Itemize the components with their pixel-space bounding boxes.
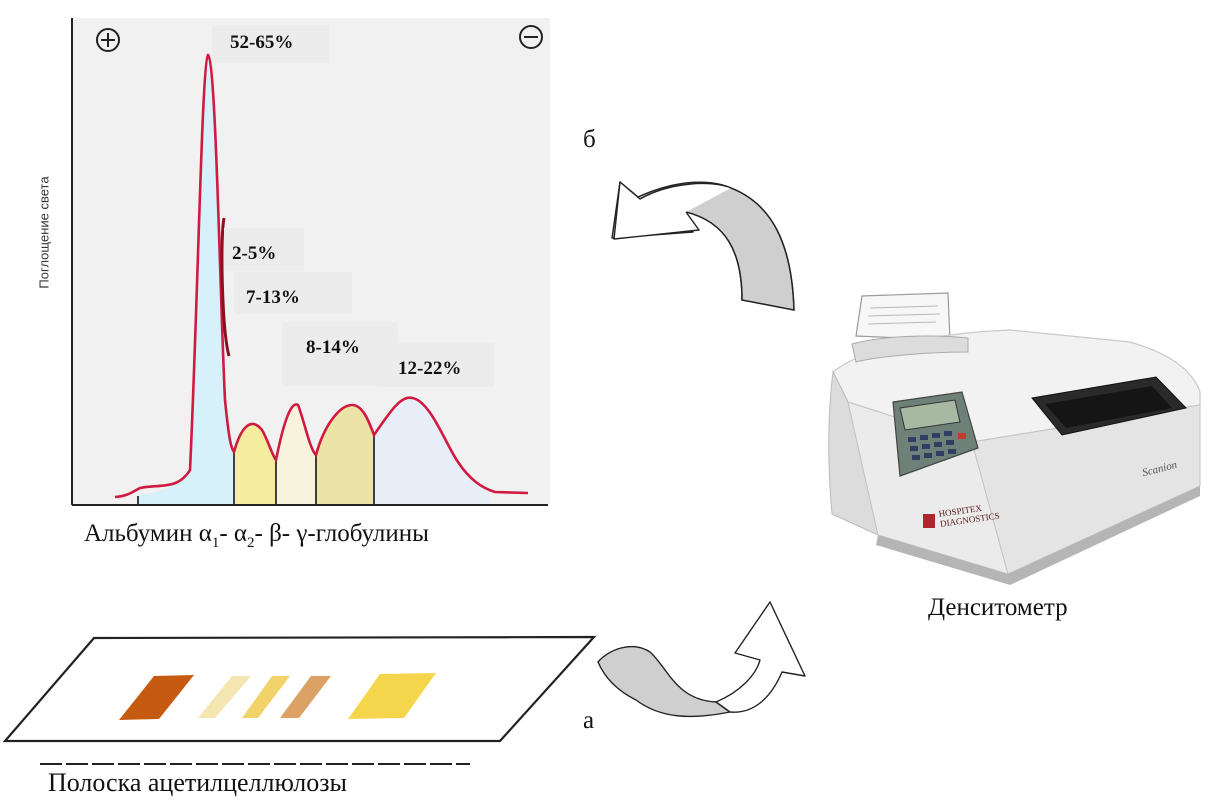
- caption-beta-gamma: - β- γ-глобулины: [254, 520, 429, 547]
- device-model-label: Scanion: [1141, 458, 1179, 480]
- alpha1-bracket: [220, 217, 231, 357]
- density-curve: [114, 53, 529, 499]
- minus-electrode-icon: [519, 25, 543, 49]
- plot-background: [72, 18, 550, 504]
- strip-label: Полоска ацетилцеллюлозы: [48, 768, 348, 797]
- gamma-band: [348, 673, 436, 719]
- albumin-band: [119, 675, 194, 720]
- densitometer-label: Денситометр: [928, 594, 1068, 621]
- alpha2-fill: [276, 404, 316, 505]
- brand-logo-icon: [923, 514, 935, 528]
- caption-alpha2: α2: [233, 520, 255, 551]
- electrophoregram-plot: [71, 18, 550, 506]
- curved-arrow-a-icon: [597, 646, 731, 718]
- y-axis-label: Поглощение света: [36, 176, 52, 289]
- beta-band: [280, 676, 331, 718]
- strip-outline: [2, 635, 597, 743]
- fraction-caption: Альбумин α1- α2- β- γ-глобулины: [84, 520, 429, 552]
- caption-alpha1: α1-: [198, 520, 234, 551]
- device-brand-label: HOSPITEX DIAGNOSTICS: [938, 502, 1001, 529]
- gamma-fill: [374, 397, 490, 505]
- arrow-label-a: а: [583, 707, 595, 734]
- arrow-label-b: б: [573, 108, 623, 180]
- alpha1-band: [198, 676, 251, 718]
- beta-fill: [316, 405, 374, 505]
- plus-electrode-icon: [96, 28, 120, 52]
- albumin-percent: 52-65%: [212, 25, 329, 63]
- alpha2-band: [242, 676, 290, 718]
- fraction-dividers: [137, 435, 375, 505]
- alpha1-fill: [234, 423, 276, 505]
- caption-albumin: Альбумин: [84, 520, 193, 547]
- alpha1-percent: 2-5%: [224, 228, 304, 270]
- alpha2-percent: 7-13%: [234, 272, 352, 314]
- gamma-percent: 12-22%: [378, 343, 494, 387]
- keypad-keys: [908, 431, 956, 460]
- curved-arrow-b-icon: [611, 181, 795, 311]
- albumin-fill: [138, 55, 234, 505]
